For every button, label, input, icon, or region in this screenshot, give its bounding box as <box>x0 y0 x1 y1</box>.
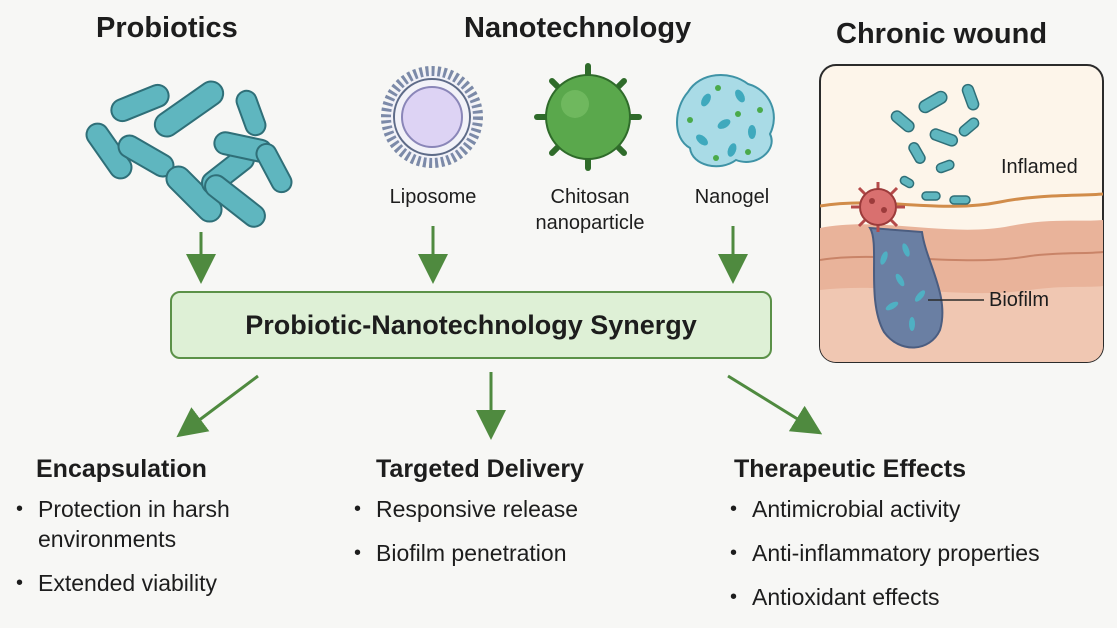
probiotic-bacteria-illustration <box>85 80 293 228</box>
output-arrows <box>176 372 823 440</box>
probiotics-heading: Probiotics <box>96 12 238 44</box>
nanogel-label: Nanogel <box>694 186 770 208</box>
input-arrows <box>186 226 748 284</box>
chronic-wound-heading: Chronic wound <box>836 18 1048 50</box>
chitosan-nanoparticle-illustration <box>534 63 642 171</box>
list-item: Responsive release <box>352 494 672 524</box>
chronic-wound-panel <box>819 64 1104 363</box>
encapsulation-column: Encapsulation Protection in harsh enviro… <box>14 455 314 612</box>
chitosan-label-line1: Chitosan <box>550 186 630 208</box>
list-item: Protection in harsh environments <box>14 494 294 554</box>
therapeutic-effects-title: Therapeutic Effects <box>734 455 967 483</box>
therapeutic-effects-column: Therapeutic Effects Antimicrobial activi… <box>728 455 1113 626</box>
list-item: Antimicrobial activity <box>728 494 1113 524</box>
list-item: Biofilm penetration <box>352 538 672 568</box>
liposome-illustration <box>381 66 483 168</box>
list-item: Extended viability <box>14 568 294 598</box>
chitosan-label-line2: nanoparticle <box>535 212 645 234</box>
encapsulation-title: Encapsulation <box>36 455 207 483</box>
inflamed-label: Inflamed <box>1001 156 1078 178</box>
list-item: Anti-inflammatory properties <box>728 538 1113 568</box>
targeted-delivery-column: Targeted Delivery Responsive release Bio… <box>352 455 672 582</box>
biofilm-label: Biofilm <box>989 289 1050 311</box>
targeted-delivery-title: Targeted Delivery <box>376 455 584 483</box>
inflammatory-cell-icon <box>851 182 905 232</box>
liposome-label: Liposome <box>389 186 477 208</box>
chitosan-label: Chitosan nanoparticle <box>520 184 660 236</box>
nanotechnology-heading: Nanotechnology <box>464 12 692 44</box>
list-item: Antioxidant effects <box>728 582 1113 612</box>
nanogel-illustration <box>676 73 775 168</box>
synergy-box: Probiotic-Nanotechnology Synergy <box>170 291 772 359</box>
